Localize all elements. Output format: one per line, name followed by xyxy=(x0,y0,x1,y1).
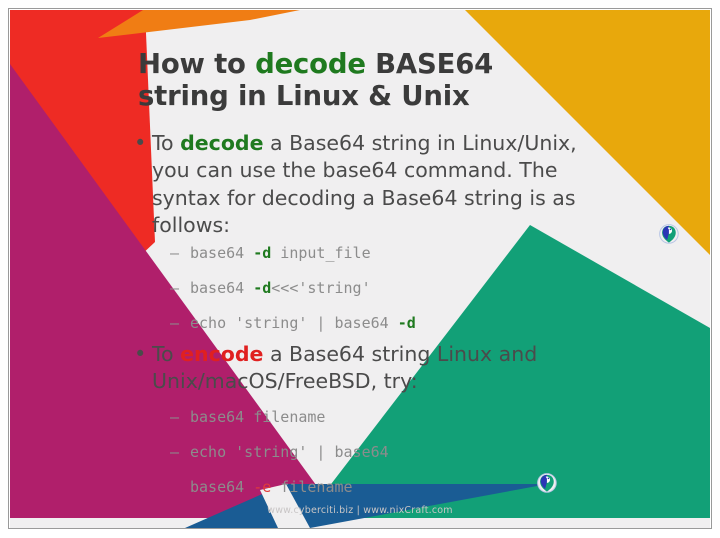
bullet-marker-icon: • xyxy=(134,342,147,366)
code-line: – base64 filename xyxy=(170,408,389,443)
code-dash-icon: – xyxy=(170,244,180,262)
code-post: input_file xyxy=(271,244,371,262)
code-line: – base64 -d<<<'string' xyxy=(170,279,416,314)
code-pre: base64 xyxy=(190,478,254,496)
code-block-decode: – base64 -d input_file – base64 -d<<<'st… xyxy=(170,244,416,349)
code-pre: base64 xyxy=(190,279,254,297)
bullet-decode-pre: To xyxy=(152,131,181,155)
slide-title-line2: string in Linux & Unix xyxy=(138,80,470,113)
frame-rule-right xyxy=(711,8,712,529)
code-dash-icon: – xyxy=(170,279,180,297)
slide-title-keyword: decode xyxy=(255,48,366,80)
frame-rule-top xyxy=(8,8,712,9)
slide-title-pre: How to xyxy=(138,48,256,80)
code-post: filename xyxy=(271,478,353,496)
frame-rule-left xyxy=(8,8,9,529)
code-flag: -d xyxy=(253,244,272,262)
code-pre: base64 filename xyxy=(190,408,326,426)
code-line: – base64 -d input_file xyxy=(170,244,416,279)
slide-text-layer: How to decode BASE64 string in Linux & U… xyxy=(10,10,710,528)
bullet-decode: • To decode a Base64 string in Linux/Uni… xyxy=(134,130,594,239)
bullet-marker-icon: • xyxy=(134,131,147,155)
slide-canvas: How to decode BASE64 string in Linux & U… xyxy=(10,10,710,528)
code-dash-icon: – xyxy=(170,408,180,426)
bullet-encode-keyword: encode xyxy=(180,342,264,366)
code-block-encode: – base64 filename – echo 'string' | base… xyxy=(170,408,389,513)
code-line: – echo 'string' | base64 -d xyxy=(170,314,416,349)
code-flag: -d xyxy=(253,279,272,297)
slide-title-post: BASE64 xyxy=(365,48,494,80)
code-pre: echo 'string' | base64 xyxy=(190,443,389,461)
code-line: – echo 'string' | base64 xyxy=(170,443,389,478)
code-dash-icon: – xyxy=(170,314,180,332)
bullet-decode-text: To decode a Base64 string in Linux/Unix,… xyxy=(152,130,594,239)
slide-title: How to decode BASE64 string in Linux & U… xyxy=(138,48,558,112)
bullet-encode-pre: To xyxy=(152,342,181,366)
code-line: base64 -e filename xyxy=(170,478,389,513)
code-post: <<<'string' xyxy=(271,279,371,297)
bullet-decode-keyword: decode xyxy=(180,131,264,155)
code-pre: echo 'string' | base64 xyxy=(190,314,398,332)
bullet-encode: • To encode a Base64 string Linux and Un… xyxy=(134,341,594,396)
footer-credit: www.cyberciti.biz | www.nixCraft.com xyxy=(267,505,453,516)
code-pre: base64 xyxy=(190,244,254,262)
bullet-encode-text: To encode a Base64 string Linux and Unix… xyxy=(152,341,594,396)
bullet-encode-post: a Base64 string Linux and Unix/macOS/Fre… xyxy=(152,342,538,394)
code-dash-icon: – xyxy=(170,443,180,461)
frame-rule-bottom xyxy=(8,528,712,529)
code-flag: -e xyxy=(253,478,272,496)
bullet-decode-post: a Base64 string in Linux/Unix, you can u… xyxy=(152,131,577,237)
code-flag: -d xyxy=(397,314,416,332)
